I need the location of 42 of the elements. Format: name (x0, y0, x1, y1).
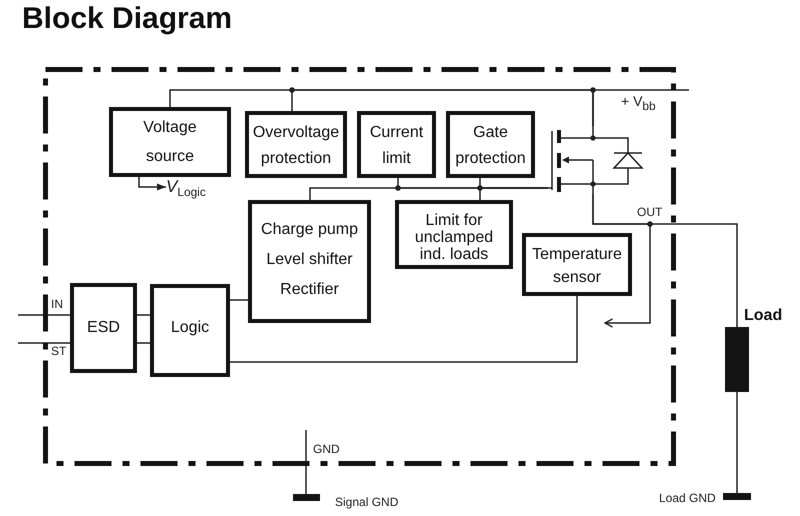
function-block (395, 200, 513, 269)
connection-line (736, 392, 738, 493)
function-block (245, 111, 347, 178)
function-block (522, 233, 632, 296)
pin-label: IN (51, 298, 63, 312)
block-label: Overvoltage protection (252, 123, 340, 169)
connection-line (230, 299, 248, 301)
function-block (70, 283, 137, 373)
signal-label: V$_{Logic}$ (166, 177, 206, 197)
block-label: Limit for unclamped ind. loads (414, 212, 494, 263)
pin-label: GND (313, 443, 340, 457)
signal-arrow (138, 177, 166, 190)
block-label: Logic (170, 318, 210, 338)
block-label: Charge pump (261, 220, 358, 239)
diagram-title: Block Diagram (22, 1, 232, 36)
function-block (446, 111, 535, 178)
function-block (248, 200, 371, 323)
block-label: Temperature sensor (531, 244, 623, 288)
block-label: Gate protection (454, 123, 527, 169)
pin-label: OUT (637, 206, 662, 220)
ground-label: Load GND (659, 491, 716, 505)
connection-line (18, 342, 70, 344)
connection-line (137, 314, 150, 316)
block-label: Rectifier (280, 280, 339, 299)
load-heading: Load (744, 307, 782, 325)
connection-line (291, 89, 594, 126)
block-label: Level shifter (266, 250, 353, 269)
signal-arrow (592, 194, 651, 328)
function-block (357, 111, 436, 178)
pin-label: ST (51, 345, 66, 359)
connection-line (137, 342, 150, 344)
connection-line (305, 430, 307, 494)
connection-line (479, 187, 548, 200)
block-label: ESD (87, 318, 120, 338)
function-block (150, 284, 230, 377)
block-label: Current limit (368, 123, 424, 169)
ground-label: Signal GND (335, 495, 398, 509)
block-label: Voltage source (142, 118, 198, 167)
connection-line (230, 296, 578, 363)
pin-label: + V$_{bb}$ (621, 93, 656, 110)
function-block (109, 107, 231, 177)
connection-line (18, 314, 70, 316)
